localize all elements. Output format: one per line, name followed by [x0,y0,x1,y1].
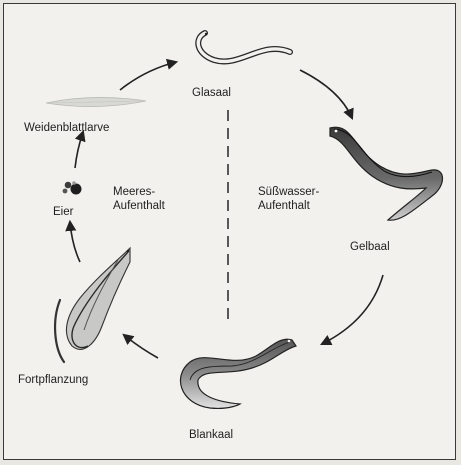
label-suess-line2: Aufenthalt [258,199,310,213]
yellow-eel-illustration [330,127,443,220]
arrow-glasaal-to-gelbaal [300,70,352,118]
larva-illustration [46,97,146,106]
arrow-gelbaal-to-blankaal [322,275,383,344]
glass-eel-illustration [198,33,290,62]
eggs-illustration [63,181,82,194]
silver-eel-illustration [180,339,296,408]
label-weidenblattlarve: Weidenblattlarve [24,121,109,135]
label-glasaal: Glasaal [192,86,231,100]
label-meeres-line1: Meeres- [113,185,155,199]
arrow-fortpflanzung-to-eier [70,222,80,262]
label-gelbaal: Gelbaal [350,240,390,254]
label-meeres-line2: Aufenthalt [113,199,165,213]
label-blankaal: Blankaal [189,428,233,442]
arrow-eier-to-larve [75,132,83,168]
label-suess-line1: Süßwasser- [258,185,319,199]
arrow-blankaal-to-fortpflanzung [124,335,158,358]
reproduction-illustration [55,248,130,362]
label-eier: Eier [53,205,73,219]
label-fortpflanzung: Fortpflanzung [18,373,88,387]
arrow-larve-to-glasaal [120,62,176,90]
